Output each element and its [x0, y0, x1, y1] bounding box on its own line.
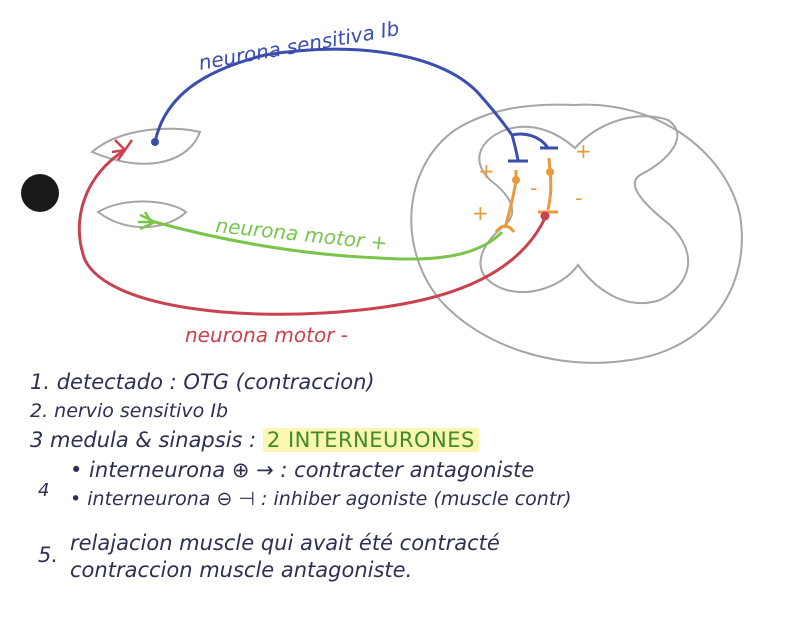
label-motor-plus: neurona motor +	[214, 213, 388, 255]
sign-plus-2: +	[575, 139, 592, 163]
note-line-3: 3 medula & sinapsis : 2 INTERNEURONES	[30, 428, 479, 452]
sensory-branch-right	[511, 132, 558, 150]
motor-neuron-minus-path	[77, 148, 547, 316]
tendon-organ-ellipse	[90, 127, 202, 165]
note-line-4b: • interneurona ⊖ ⊣ : inhiber agoniste (m…	[70, 488, 572, 510]
grey-matter-outline	[478, 115, 689, 305]
muscle-ellipse	[96, 200, 188, 229]
motor-minus-endplate	[111, 139, 134, 161]
black-dot	[21, 174, 59, 212]
interneuron-inhibitory	[538, 157, 558, 214]
label-motor-minus: neurona motor -	[185, 323, 348, 347]
note-line-5a: relajacion muscle qui avait été contract…	[70, 531, 500, 555]
motor-plus-endplate	[138, 211, 156, 231]
sensory-neuron-path	[153, 47, 514, 143]
note-line-5b: contraccion muscle antagoniste.	[70, 558, 413, 582]
note-line-1: 1. detectado : OTG (contraccion)	[30, 370, 375, 394]
sensory-branch-left	[508, 134, 528, 163]
motor-neuron-minus-soma	[540, 211, 550, 221]
note-line-4-number: 4	[38, 480, 50, 501]
note-line-5-number: 5.	[38, 543, 59, 567]
note-line-4a: • interneurona ⊕ → : contracter antagoni…	[70, 458, 535, 482]
interneuron-inhibitory-soma	[546, 168, 554, 176]
sign-plus-3: +	[472, 201, 489, 225]
note-line-3-prefix: 3 medula & sinapsis :	[30, 428, 257, 452]
sign-minus-1: -	[575, 186, 582, 210]
label-sensory-neuron: neurona sensitiva Ib	[197, 16, 401, 75]
spinal-cord-outline	[410, 103, 743, 364]
sign-minus-2: -	[530, 176, 537, 200]
interneuron-excitatory-soma	[512, 176, 520, 184]
sign-plus-1: +	[478, 159, 495, 183]
note-line-2: 2. nervio sensitivo Ib	[30, 400, 229, 422]
sensory-neuron-soma	[151, 138, 159, 146]
motor-neuron-plus-path	[154, 220, 504, 261]
interneurones-highlight: 2 INTERNEURONES	[262, 428, 479, 452]
